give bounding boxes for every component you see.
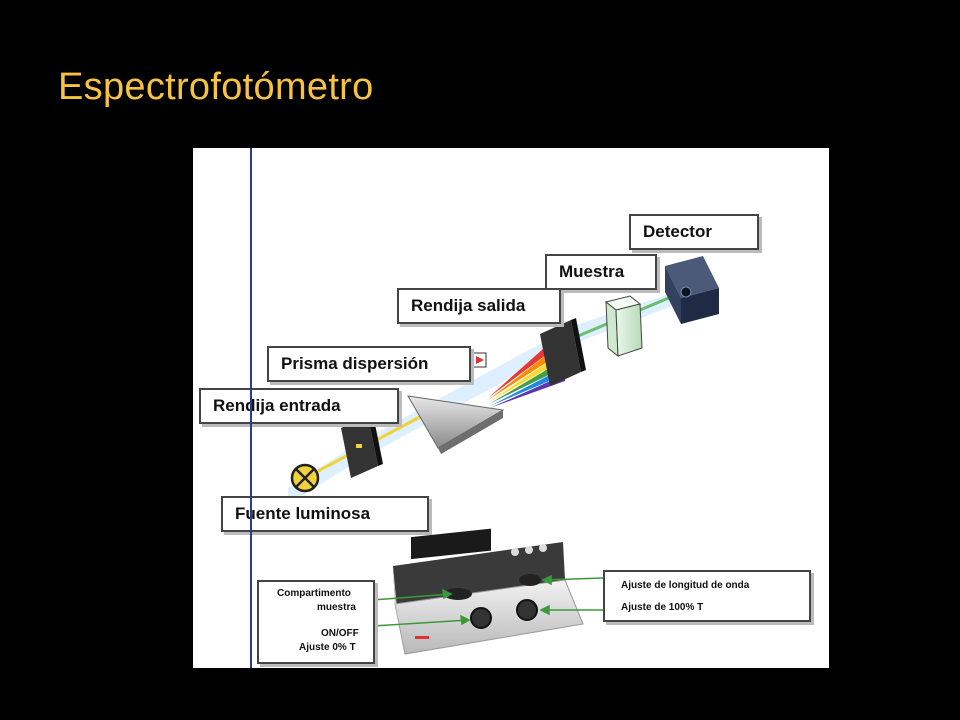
diagram-panel: Detector Muestra Rendija salida Prisma d…	[193, 148, 829, 668]
wavelength-knob	[519, 574, 541, 586]
on-off-label: ON/OFF	[321, 628, 359, 639]
power-knob	[470, 607, 492, 629]
compartment-label-2: muestra	[317, 602, 356, 613]
zero-transmittance-label: Ajuste 0% T	[299, 642, 356, 653]
exit-slit-label: Rendija salida	[397, 288, 561, 324]
detector-icon	[665, 256, 719, 324]
exit-slit-icon	[540, 318, 586, 386]
sample-label: Muestra	[545, 254, 657, 290]
spectrophotometer-device	[393, 528, 584, 655]
cuvette-icon	[604, 295, 643, 358]
entrance-slit-icon	[341, 414, 383, 478]
beam-glow	[288, 286, 693, 504]
light-source-label: Fuente luminosa	[221, 496, 429, 532]
spectrum-rays	[488, 340, 566, 408]
callout-arrows	[372, 574, 604, 627]
prism-icon	[407, 395, 505, 454]
full-transmittance-label: Ajuste de 100% T	[621, 602, 704, 613]
panel-margin-line	[250, 148, 252, 668]
sample-compartment-lid	[444, 588, 472, 600]
slide-title: Espectrofotómetro	[58, 66, 374, 108]
spectrophotometer-diagram	[288, 256, 719, 655]
wavelength-adjust-label: Ajuste de longitud de onda	[621, 580, 750, 591]
compartment-label: Compartimento	[277, 588, 351, 599]
prism-label: Prisma dispersión	[267, 346, 471, 382]
instrument-left-callout: Compartimento muestra ON/OFF Ajuste 0% T	[257, 580, 375, 664]
transmittance-knob	[516, 599, 538, 621]
detector-label: Detector	[629, 214, 759, 250]
instrument-right-callout: Ajuste de longitud de onda Ajuste de 100…	[603, 570, 811, 622]
small-link-icon	[472, 352, 487, 368]
entrance-slit-label: Rendija entrada	[199, 388, 399, 424]
lamp-icon	[290, 463, 320, 493]
